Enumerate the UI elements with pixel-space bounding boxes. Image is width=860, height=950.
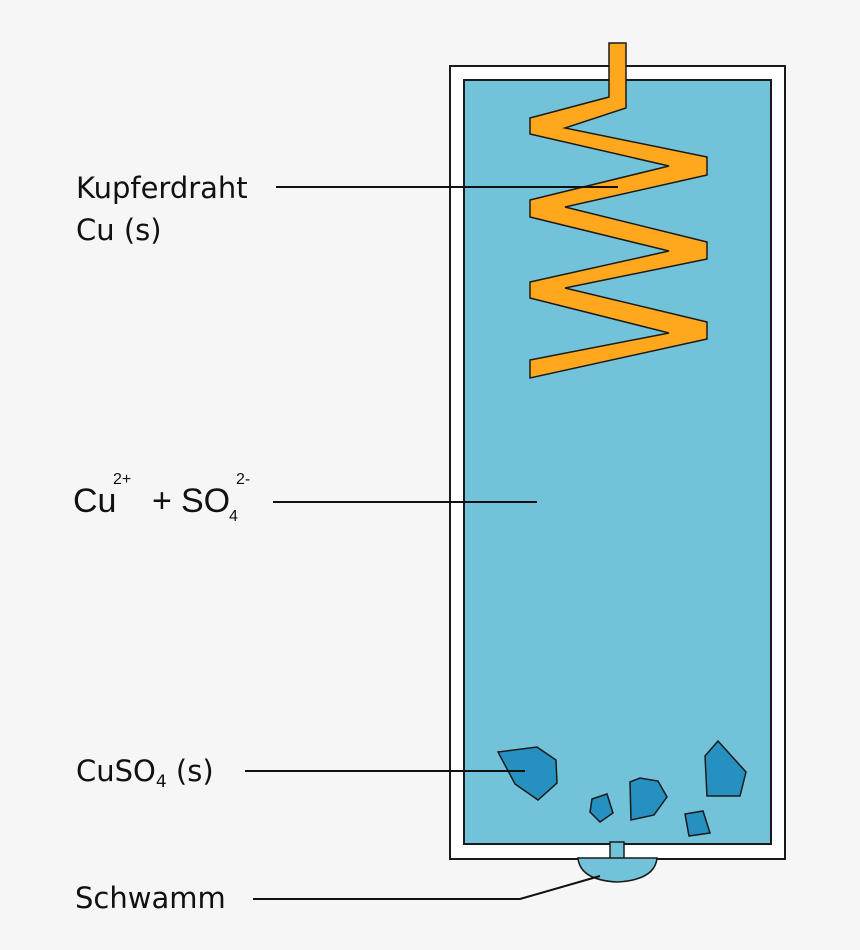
label-ion-cu-charge: 2+ <box>113 471 132 488</box>
crystal-bottom-small <box>684 810 711 837</box>
label-ion-cu: Cu <box>73 482 117 520</box>
label-sponge: Schwamm <box>75 881 226 915</box>
crystal-tall-right <box>704 739 747 797</box>
crystal-large <box>496 746 558 801</box>
label-ion-so-charge: 2- <box>236 471 251 488</box>
crystal-middle <box>629 777 668 821</box>
label-ion-plus: + <box>152 482 172 520</box>
label-ion-so: SO <box>181 482 231 520</box>
crystal-small-left <box>589 793 614 823</box>
label-ion-so-index: 4 <box>229 508 238 525</box>
label-crystals-index: 4 <box>155 772 167 792</box>
copper-wire <box>529 42 708 379</box>
label-crystals-formula: CuSO <box>76 754 156 788</box>
label-copper-state: Cu (s) <box>76 213 162 247</box>
label-copper-wire: Kupferdraht <box>76 171 248 205</box>
label-crystals: CuSO4 (s) <box>76 754 214 791</box>
leader-line-sponge <box>253 875 601 900</box>
label-crystals-state: (s) <box>166 754 214 788</box>
solution-fill <box>463 79 772 845</box>
